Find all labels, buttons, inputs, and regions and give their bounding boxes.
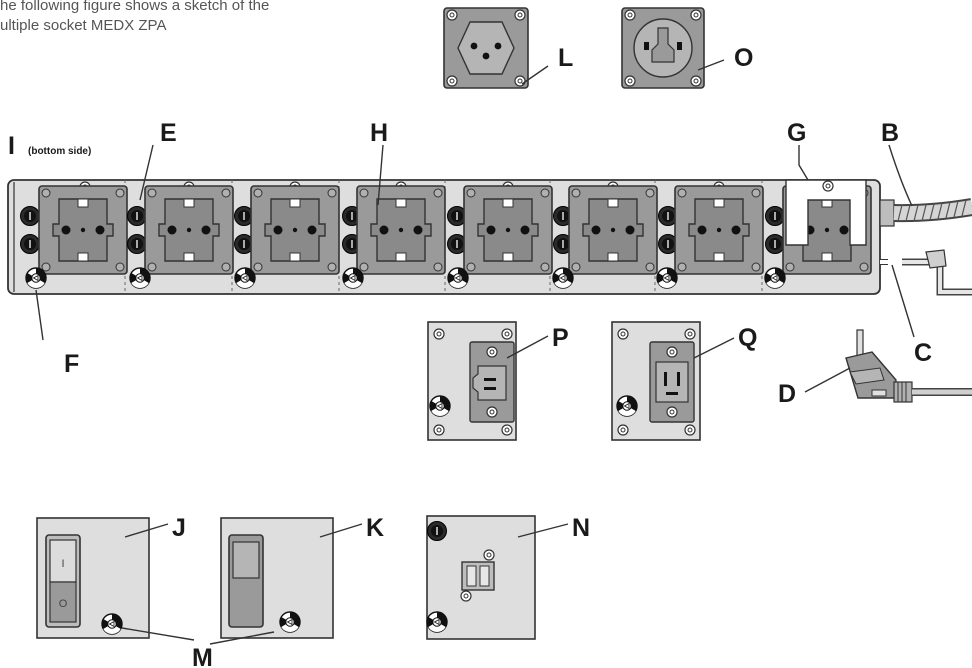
iec-c13-icon <box>469 341 515 423</box>
usb-panel-n <box>426 515 536 640</box>
switch-on-mark: I <box>61 558 64 570</box>
power-cable <box>879 198 972 296</box>
label-M: M <box>192 644 213 668</box>
iec-c19-icon <box>649 341 695 423</box>
label-B: B <box>881 119 899 147</box>
label-P: P <box>552 324 569 352</box>
label-N: N <box>572 514 590 542</box>
label-I-note: (bottom side) <box>28 146 91 157</box>
label-F: F <box>64 350 79 378</box>
label-K: K <box>366 514 384 542</box>
rocker-switch-icon <box>228 534 264 628</box>
intro-line-1: he following figure shows a sketch of th… <box>0 0 270 14</box>
iec-c19-panel <box>611 321 701 441</box>
fuse-icon <box>427 521 447 541</box>
schuko-socket-icon <box>38 185 128 275</box>
label-D: D <box>778 380 796 408</box>
socket-strip <box>7 179 881 295</box>
module-8 <box>764 179 872 289</box>
label-Q: Q <box>738 324 757 352</box>
switch-off-mark: O <box>59 598 68 610</box>
iec-c13-panel <box>427 321 517 441</box>
label-E: E <box>160 119 177 147</box>
module-4 <box>342 181 446 289</box>
label-I: I <box>8 132 15 160</box>
label-G: G <box>787 119 806 147</box>
usb-port-icon <box>461 561 495 591</box>
iec-socket-variant-icon <box>621 7 705 89</box>
rocker-switch-icon: I O <box>45 534 81 628</box>
module-6 <box>552 181 658 289</box>
intro-text: he following figure shows a sketch of th… <box>0 0 360 36</box>
switch-panel-k <box>220 517 334 639</box>
intro-line-2: ultiple socket MEDX ZPA <box>0 17 167 34</box>
label-C: C <box>914 339 932 367</box>
label-O: O <box>734 44 753 72</box>
switch-panel-j: I O <box>36 517 150 639</box>
swiss-socket-icon <box>443 7 529 89</box>
leader-lines <box>35 59 915 645</box>
plug-icon <box>845 329 972 403</box>
label-L: L <box>558 44 573 72</box>
label-J: J <box>172 514 186 542</box>
label-H: H <box>370 119 388 147</box>
